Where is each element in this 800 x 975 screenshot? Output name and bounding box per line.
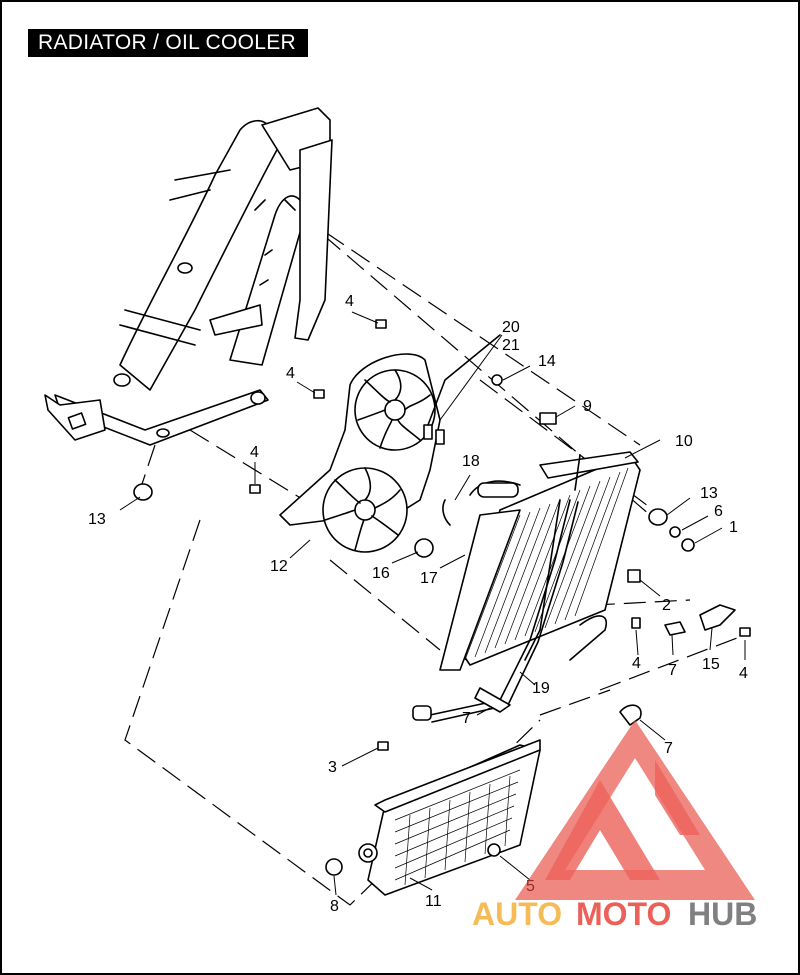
screw-left: [249, 484, 261, 494]
callout-label: 14: [538, 353, 556, 370]
callout-label: 8: [330, 898, 339, 915]
sensor-2: [627, 569, 641, 583]
callout-label: 21: [502, 337, 520, 354]
logo-m-mark: [545, 780, 660, 880]
logo-text-auto: AUTO: [472, 896, 562, 932]
callout-label: 2: [662, 597, 671, 614]
callout-label: 13: [700, 485, 718, 502]
spacer-9: [539, 412, 557, 425]
logo-outer-triangle: [515, 720, 755, 900]
washer-6: [669, 526, 681, 538]
screw-4b: [631, 617, 641, 629]
clip-7a: [664, 621, 686, 636]
washer-14: [491, 374, 503, 386]
clip-7b: [474, 687, 511, 713]
callout-label: 11: [425, 893, 442, 910]
callout-label: 7: [668, 662, 677, 679]
callout-label: 16: [372, 565, 390, 582]
oil-cooler: [358, 739, 541, 896]
callout-label: 13: [88, 511, 106, 528]
oil-cooler-fins: [394, 769, 521, 886]
callout-label: 18: [462, 453, 480, 470]
callout-label: 1: [729, 519, 738, 536]
callout-label: 9: [583, 398, 592, 415]
callout-label: 7: [664, 740, 673, 757]
fan-shroud-assembly: [279, 334, 501, 553]
callout-label: 17: [420, 570, 438, 587]
callout-label: 19: [532, 680, 550, 697]
logo-text-moto: MOTO: [576, 896, 671, 932]
grommet-right: [648, 508, 668, 526]
logo-text-hub: HUB: [688, 896, 757, 932]
callout-label: 15: [702, 656, 720, 673]
callout-label: 20: [502, 319, 520, 336]
callout-label: 4: [250, 444, 259, 461]
grommet-left: [133, 483, 153, 501]
callout-labels: 4 20 21 14 9 10 4 4 13 18 13 6 1 12 16 1…: [88, 293, 748, 915]
screw-lower: [377, 741, 389, 751]
callout-label: 12: [270, 558, 288, 575]
logo-inner-stroke: [655, 760, 700, 835]
callout-label: 4: [286, 365, 295, 382]
screw-top: [375, 319, 387, 329]
callout-label: 4: [632, 655, 641, 672]
callout-label: 7: [462, 710, 471, 727]
motorcycle-frame: [44, 107, 333, 446]
callout-label: 10: [675, 433, 693, 450]
callout-label: 4: [739, 665, 748, 682]
leader-lines: [119, 311, 746, 896]
callout-label: 3: [328, 759, 337, 776]
nut-5: [487, 843, 501, 857]
callout-label: 6: [714, 503, 723, 520]
hardware: [133, 319, 751, 876]
screw-right: [739, 627, 751, 637]
callout-label: 4: [345, 293, 354, 310]
screw-mid: [313, 389, 325, 399]
diagram-title: RADIATOR / OIL COOLER: [28, 29, 308, 57]
clip-7c: [619, 704, 642, 726]
radiator-fins: [464, 467, 629, 661]
automotohub-logo: AUTO MOTO HUB: [472, 720, 757, 932]
radiator: [439, 451, 641, 671]
o-ring-8: [325, 858, 343, 876]
nut-1: [681, 538, 695, 552]
hose-assembly: [412, 499, 607, 723]
bracket-15: [699, 604, 736, 631]
clamp-16: [414, 538, 434, 558]
